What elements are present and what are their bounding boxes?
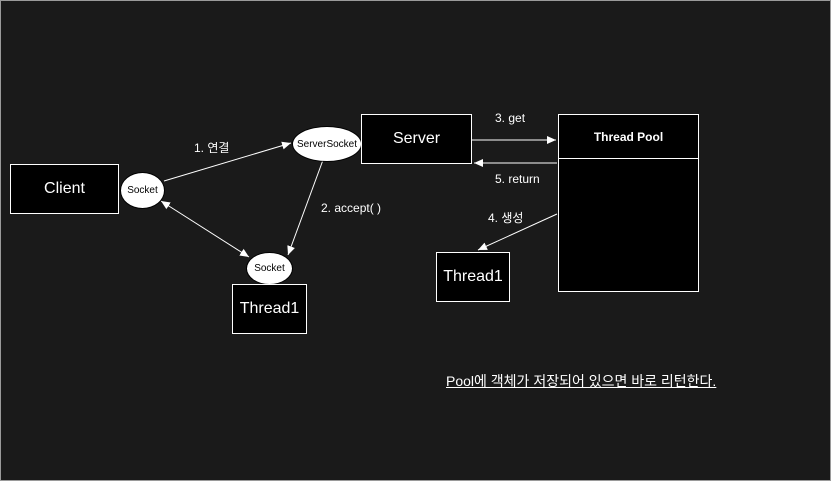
thread-pool-label: Thread Pool [593, 129, 664, 144]
return-label: 5. return [495, 172, 540, 186]
accept-label: 2. accept( ) [321, 201, 382, 215]
thread1-right-label: Thread1 [443, 268, 503, 285]
thread-socket-ellipse: Socket [246, 252, 293, 285]
thread-pool-container: Thread Pool [558, 114, 699, 292]
create-label: 4. 생성 [488, 211, 524, 225]
get-label: 3. get [495, 111, 526, 125]
server-socket-ellipse: ServerSocket [292, 126, 362, 162]
client-socket-label: Socket [127, 185, 158, 196]
create-arrow [477, 213, 558, 251]
thread1-left-label: Thread1 [239, 300, 300, 317]
pool-note-text: Pool에 객체가 저장되어 있으면 바로 리턴한다. [446, 373, 717, 389]
socket-link-arrow [160, 200, 250, 258]
client-label: Client [44, 180, 85, 197]
thread-socket-label: Socket [254, 263, 285, 274]
server-box: Server [361, 114, 472, 164]
thread1-left-box: Thread1 [232, 284, 307, 334]
accept-arrow [287, 159, 324, 256]
connect-arrow [163, 141, 292, 182]
thread1-right-box: Thread1 [436, 252, 510, 302]
server-label: Server [392, 130, 441, 147]
connect-label: 1. 연결 [194, 141, 230, 155]
client-socket-ellipse: Socket [120, 172, 165, 209]
thread-pool-header: Thread Pool [559, 115, 698, 159]
client-box: Client [10, 164, 119, 214]
server-socket-label: ServerSocket [296, 138, 358, 150]
